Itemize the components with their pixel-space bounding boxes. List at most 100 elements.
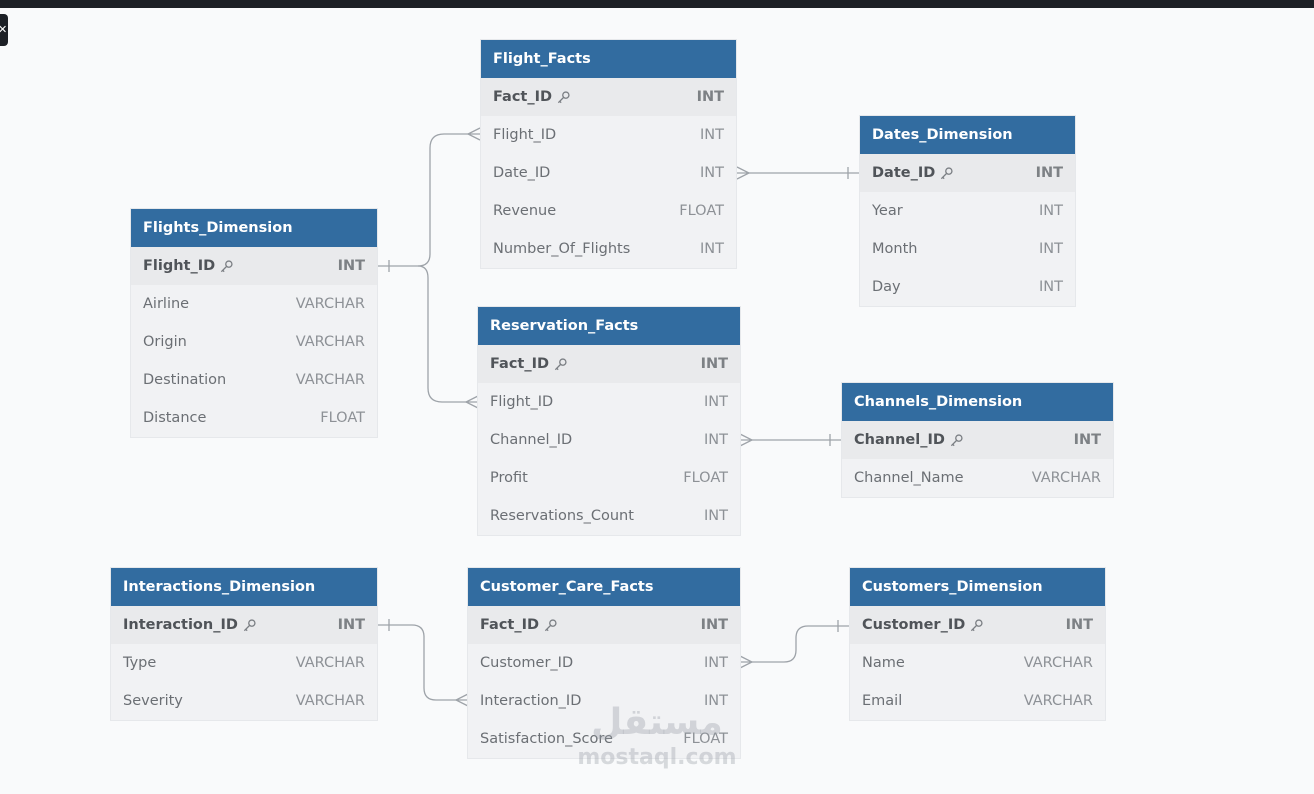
- key-icon: [941, 166, 953, 179]
- column-type: VARCHAR: [295, 296, 365, 312]
- table-header[interactable]: Reservation_Facts: [478, 307, 740, 345]
- watermark-site: mostaql.com: [577, 745, 737, 770]
- column-name: Airline: [143, 296, 190, 312]
- column-type: VARCHAR: [295, 372, 365, 388]
- column-name: Interaction_ID: [480, 693, 582, 709]
- column-row[interactable]: Channel_Name VARCHAR: [842, 459, 1113, 497]
- many-marker: [464, 395, 479, 409]
- table-header[interactable]: Customers_Dimension: [850, 568, 1105, 606]
- key-icon: [950, 433, 963, 446]
- column-name: Name: [862, 655, 905, 671]
- many-marker: [454, 693, 469, 707]
- column-row[interactable]: Interaction_ID INT: [468, 682, 740, 720]
- column-name: Date_ID: [493, 165, 551, 181]
- link-customers-customercare: [740, 625, 850, 663]
- column-type: INT: [700, 356, 728, 372]
- key-icon: [557, 90, 570, 103]
- table-header[interactable]: Flights_Dimension: [131, 209, 377, 247]
- column-name: Satisfaction_Score: [480, 731, 613, 747]
- column-type: VARCHAR: [1031, 470, 1101, 486]
- column-name: Fact_ID: [480, 617, 540, 633]
- key-icon: [243, 618, 256, 631]
- key-icon: [971, 618, 983, 631]
- many-marker: [736, 166, 751, 180]
- column-name: Revenue: [493, 203, 557, 219]
- table-header[interactable]: Flight_Facts: [481, 40, 736, 78]
- column-type: INT: [700, 241, 724, 257]
- column-type: FLOAT: [683, 470, 728, 486]
- column-type: INT: [1039, 279, 1063, 295]
- many-marker: [739, 433, 754, 447]
- column-type: VARCHAR: [295, 693, 365, 709]
- column-row[interactable]: Severity VARCHAR: [111, 682, 377, 720]
- column-row[interactable]: Number_Of_Flights INT: [481, 230, 736, 268]
- column-type: VARCHAR: [295, 334, 365, 350]
- table-header[interactable]: Channels_Dimension: [842, 383, 1113, 421]
- column-type: INT: [337, 617, 365, 633]
- column-name: Email: [862, 693, 903, 709]
- column-name: Flight_ID: [490, 394, 554, 410]
- column-type: INT: [1039, 203, 1063, 219]
- column-name: Type: [123, 655, 157, 671]
- link-interactions-customercare: [377, 624, 468, 701]
- column-name: Origin: [143, 334, 187, 350]
- table-header[interactable]: Interactions_Dimension: [111, 568, 377, 606]
- column-type: VARCHAR: [1023, 655, 1093, 671]
- column-name: Channel_Name: [854, 470, 964, 486]
- column-name: Month: [872, 241, 918, 257]
- column-type: VARCHAR: [1023, 693, 1093, 709]
- watermark: مستقل mostaql.com: [576, 700, 738, 780]
- column-name: Channel_ID: [490, 432, 573, 448]
- table-header[interactable]: Dates_Dimension: [860, 116, 1075, 154]
- column-row[interactable]: Email VARCHAR: [850, 682, 1105, 720]
- column-name: Customer_ID: [862, 617, 966, 633]
- column-name: Fact_ID: [493, 89, 553, 105]
- column-row[interactable]: Fact_ID INT: [481, 78, 736, 116]
- column-type: INT: [1073, 432, 1101, 448]
- column-row[interactable]: Origin VARCHAR: [131, 323, 377, 361]
- link-flights-reservation: [417, 265, 478, 403]
- column-name: Number_Of_Flights: [493, 241, 631, 257]
- column-row[interactable]: Satisfaction_Score FLOAT: [468, 720, 740, 758]
- table-header[interactable]: Customer_Care_Facts: [468, 568, 740, 606]
- column-type: FLOAT: [683, 731, 728, 747]
- column-type: INT: [704, 693, 728, 709]
- column-name: Customer_ID: [480, 655, 574, 671]
- column-type: INT: [696, 89, 724, 105]
- watermark-logo: مستقل: [591, 702, 723, 743]
- close-icon[interactable]: ✕: [0, 14, 8, 46]
- column-row[interactable]: Name VARCHAR: [850, 644, 1105, 682]
- many-marker: [739, 655, 754, 669]
- column-name: Severity: [123, 693, 183, 709]
- column-row[interactable]: Airline VARCHAR: [131, 285, 377, 323]
